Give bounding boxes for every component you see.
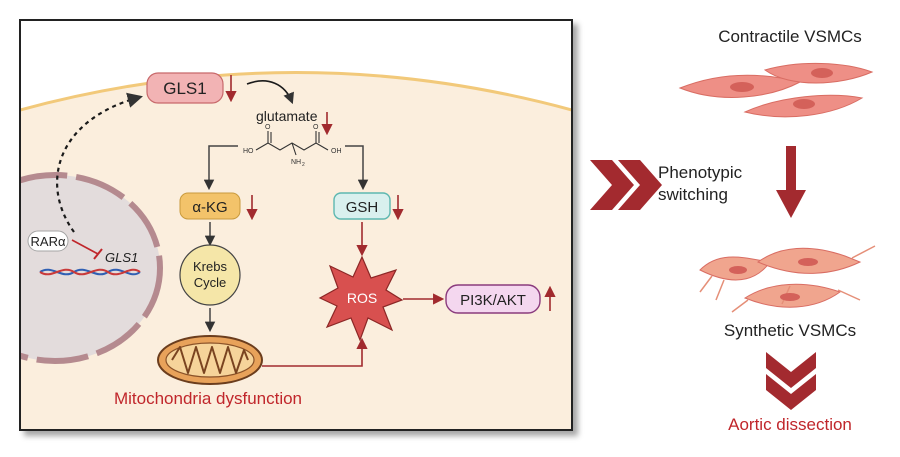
contractile-label: Contractile VSMCs: [718, 27, 862, 46]
glutamate-structure-icon: [255, 131, 329, 156]
rar-label: RARα: [31, 234, 66, 249]
krebs-cycle-circle: [179, 244, 241, 306]
cell-panel-border: [19, 19, 573, 431]
pi3k-box: [445, 284, 541, 314]
gsh-box: [333, 192, 391, 220]
pi3k-label: PI3K/AKT: [460, 292, 526, 309]
rar-badge: [27, 230, 69, 252]
molecule-o2: O: [313, 124, 319, 131]
translation-arrow: [56, 92, 143, 233]
switch-line2: switching: [658, 185, 728, 204]
cytoplasm: [20, 72, 572, 430]
akg-box: [179, 192, 241, 220]
molecule-ho: HO: [243, 148, 254, 155]
gene-label: GLS1: [105, 250, 138, 265]
inhibition-line: [71, 239, 99, 255]
cell-panel: RARα GLS1 GLS1 glutamate HO OH O: [19, 19, 573, 431]
krebs-line1: Krebs: [193, 259, 227, 274]
gls1-label: GLS1: [163, 79, 206, 98]
molecule-nh: NH: [291, 159, 301, 166]
down-chevrons-icon: [766, 352, 816, 410]
synthetic-label: Synthetic VSMCs: [724, 321, 856, 340]
glutamate-to-gsh-arrow: [345, 145, 369, 191]
down-arrow-icon: [776, 146, 806, 218]
cell-membrane: [20, 71, 572, 112]
switch-line1: Phenotypic: [658, 163, 743, 182]
contractile-vsmc-icon: [678, 62, 874, 118]
ros-label: ROS: [347, 290, 377, 306]
gsh-label: GSH: [346, 199, 379, 216]
molecule-nh-sub: 2: [302, 162, 305, 168]
gls1-box: [146, 72, 224, 104]
mito-dysfunction-label: Mitochondria dysfunction: [114, 389, 302, 408]
inhibition-bar: [93, 248, 103, 260]
mitochondrion-icon: [157, 335, 263, 385]
glutamate-label: glutamate: [256, 108, 318, 124]
akg-label: α-KG: [192, 199, 227, 216]
switch-chevrons-icon: [590, 160, 662, 210]
aortic-dissection-label: Aortic dissection: [728, 415, 852, 434]
molecule-o1: O: [265, 124, 271, 131]
synthetic-vsmc-icon: [699, 245, 876, 313]
glutamate-to-akg-arrow: [203, 145, 238, 191]
mito-to-ros-arrow: [262, 337, 368, 367]
nucleus: [20, 175, 160, 361]
krebs-line2: Cycle: [194, 275, 227, 290]
molecule-oh: OH: [331, 148, 342, 155]
gls1-to-glutamate-arrow: [246, 80, 294, 105]
nuclear-envelope: [20, 172, 163, 364]
dna-helix-icon: [39, 268, 141, 276]
